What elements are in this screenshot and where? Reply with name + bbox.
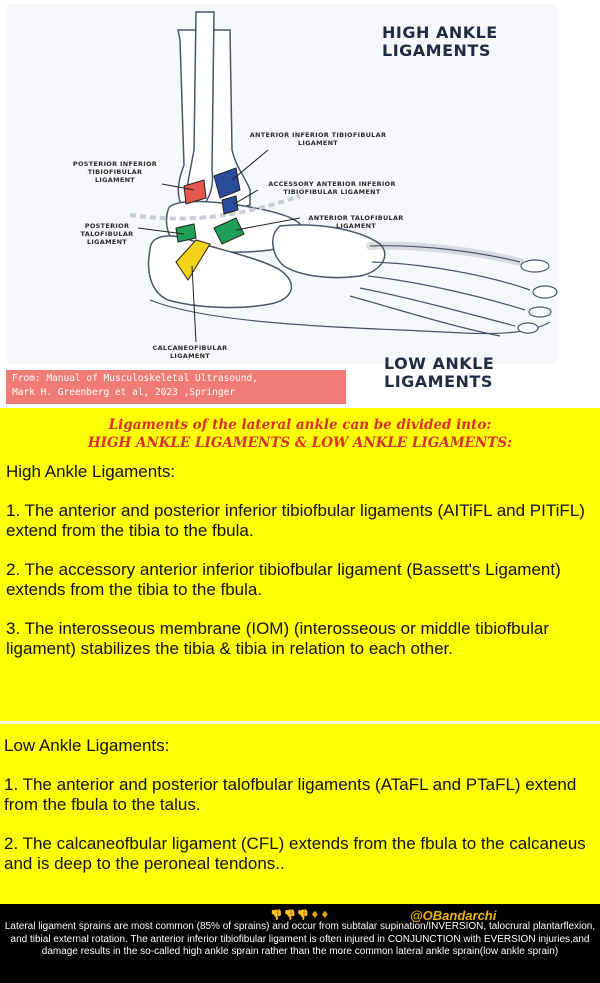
low-title-line-1: LOW ANKLE bbox=[384, 354, 495, 373]
author-handle: @OBandarchi bbox=[410, 908, 497, 923]
credit-line-1: From: Manual of Musculoskeletal Ultrasou… bbox=[12, 373, 258, 384]
anterior-inferior-tibiofibular-ligament-shape bbox=[213, 167, 241, 199]
intro-line-2: HIGH ANKLE LIGAMENTS & LOW ANKLE LIGAMEN… bbox=[87, 435, 513, 451]
label-anterior-inferior-tibiofibular: ANTERIOR INFERIOR TIBIOFIBULAR LIGAMENT bbox=[249, 131, 387, 147]
posterior-inferior-tibiofibular-ligament-shape bbox=[183, 179, 207, 205]
intro-line-1: Ligaments of the lateral ankle can be di… bbox=[108, 417, 492, 433]
high-title-line-1: HIGH ANKLE bbox=[382, 23, 498, 42]
low-ligaments-text: Low Ankle Ligaments: 1. The anterior and… bbox=[4, 736, 589, 874]
high-ligaments-panel bbox=[0, 408, 600, 721]
low-title-line-2: LIGAMENTS bbox=[384, 372, 493, 391]
label-posterior-inferior-tibiofibular: POSTERIOR INFERIOR TIBIOFIBULAR LIGAMENT bbox=[72, 160, 158, 184]
source-credit: From: Manual of Musculoskeletal Ultrasou… bbox=[6, 370, 346, 404]
low-heading: Low Ankle Ligaments: bbox=[4, 736, 170, 755]
low-item-2: 2. The calcaneofbular ligament (CFL) ext… bbox=[4, 834, 586, 873]
accessory-ligament-shape bbox=[221, 195, 239, 215]
high-title-line-2: LIGAMENTS bbox=[382, 41, 491, 60]
footer-note: 👎👎👎♦♦ @OBandarchi Lateral ligament sprai… bbox=[0, 904, 600, 983]
high-ankle-ligaments-title: HIGH ANKLE LIGAMENTS bbox=[382, 24, 522, 60]
credit-line-2: Mark H. Greenberg et al, 2023 ,Springer bbox=[12, 387, 236, 398]
calcaneofibular-ligament-shape bbox=[175, 239, 211, 281]
low-ankle-ligaments-title: LOW ANKLE LIGAMENTS bbox=[384, 355, 524, 391]
low-ligaments-panel bbox=[0, 724, 600, 904]
label-accessory-anterior-inferior: ACCESSORY ANTERIOR INFERIOR TIBIOFIBULAR… bbox=[268, 180, 396, 196]
posterior-talofibular-ligament-shape bbox=[175, 223, 197, 243]
ankle-drawing bbox=[6, 4, 558, 364]
label-anterior-talofibular: ANTERIOR TALOFIBULAR LIGAMENT bbox=[308, 214, 404, 230]
section-divider bbox=[0, 721, 600, 724]
label-posterior-talofibular: POSTERIOR TALOFIBULAR LIGAMENT bbox=[80, 222, 134, 246]
intro-heading: Ligaments of the lateral ankle can be di… bbox=[0, 416, 600, 452]
high-heading: High Ankle Ligaments: bbox=[6, 462, 176, 481]
ankle-ligament-illustration: HIGH ANKLE LIGAMENTS LOW ANKLE LIGAMENTS… bbox=[0, 0, 600, 408]
figure-background bbox=[6, 4, 558, 364]
high-ligaments-text: High Ankle Ligaments: 1. The anterior an… bbox=[6, 462, 591, 659]
emoji-icons: 👎👎👎♦♦ bbox=[270, 910, 331, 921]
midfoot bbox=[272, 224, 386, 279]
low-item-1: 1. The anterior and posterior talofbular… bbox=[4, 775, 577, 814]
footer-text: Lateral ligament sprains are most common… bbox=[4, 921, 596, 957]
anterior-talofibular-ligament-shape bbox=[213, 217, 245, 245]
high-item-1: 1. The anterior and posterior inferior t… bbox=[6, 501, 585, 540]
high-item-2: 2. The accessory anterior inferior tibio… bbox=[6, 560, 561, 599]
high-item-3: 3. The interosseous membrane (IOM) (inte… bbox=[6, 619, 549, 658]
label-calcaneofibular: CALCANEOFIBULAR LIGAMENT bbox=[152, 344, 228, 360]
